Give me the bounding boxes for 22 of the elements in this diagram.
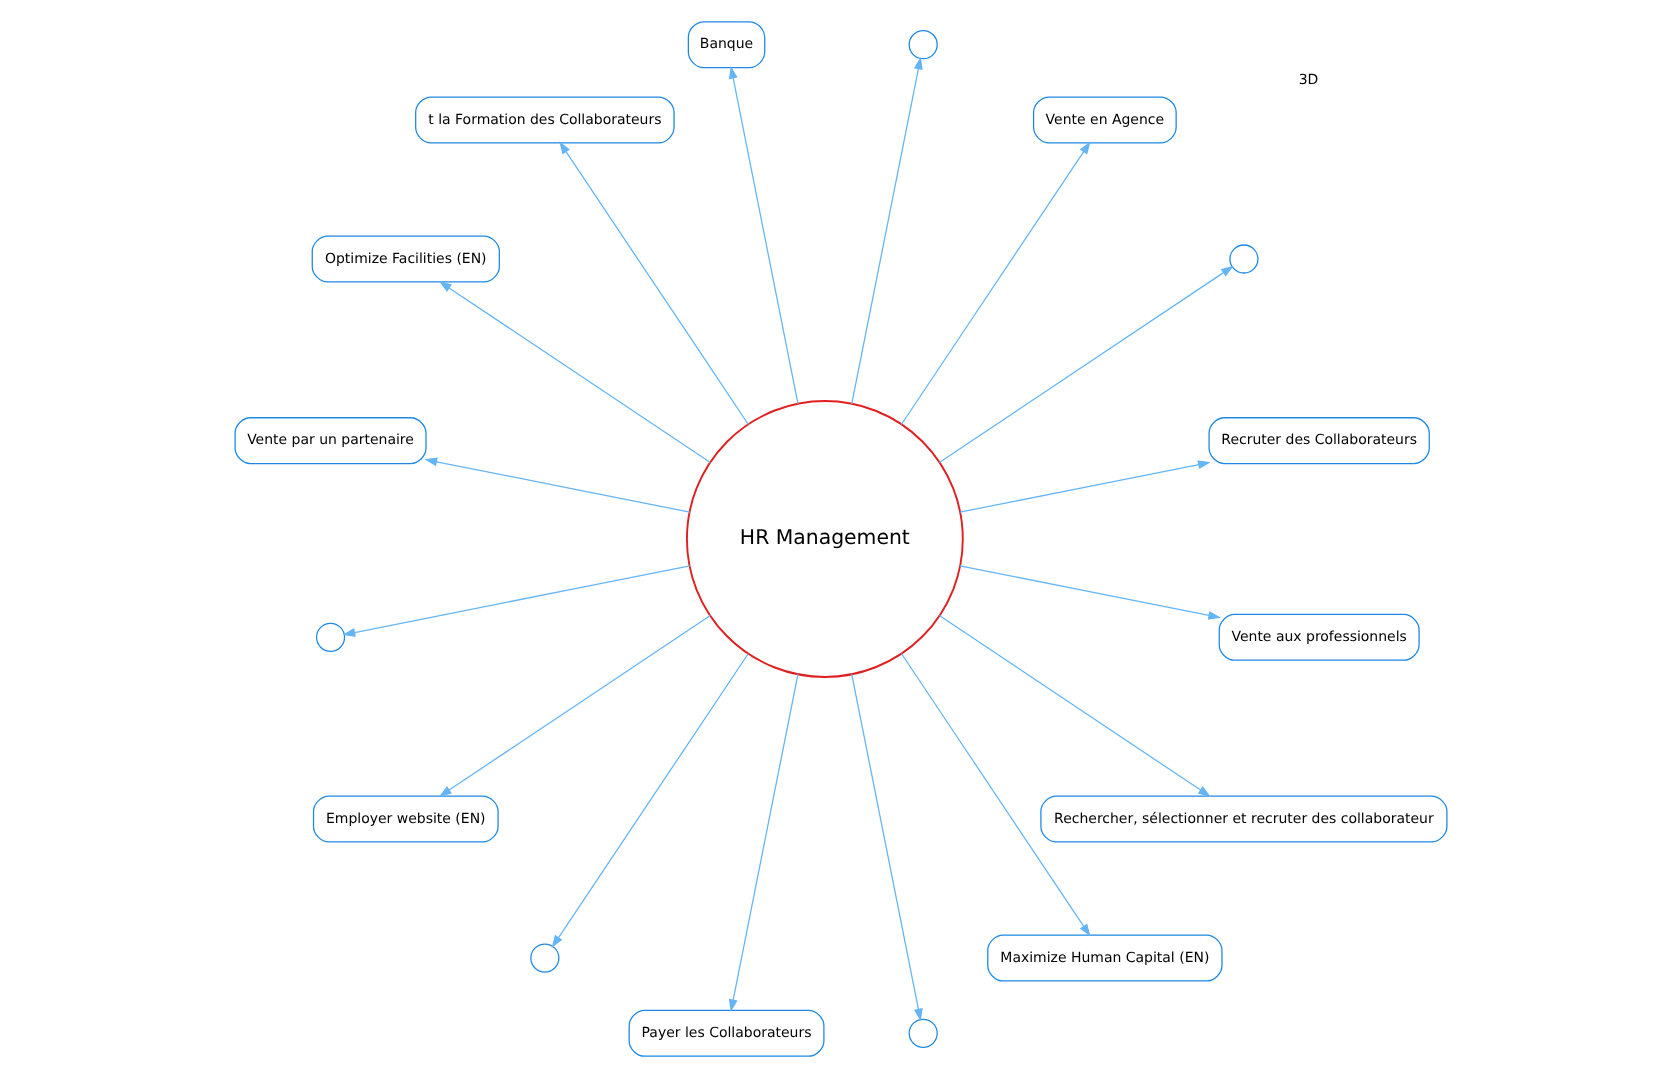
- node-circle: [529, 943, 559, 973]
- node-circle: HR Management: [684, 400, 963, 678]
- arrow: [937, 265, 1233, 464]
- arrow: [850, 56, 922, 405]
- arrow: [558, 141, 748, 426]
- arrow: [850, 673, 922, 1022]
- node-circle: [907, 1018, 937, 1048]
- arrow: [437, 614, 710, 797]
- arrow: [437, 281, 710, 464]
- arrow: [423, 457, 690, 513]
- arrow: [958, 565, 1221, 620]
- arrow: [550, 652, 748, 948]
- node-circle: [314, 622, 345, 652]
- arrow: [937, 614, 1210, 797]
- node-circle: [907, 30, 937, 60]
- arrow: [899, 141, 1090, 426]
- arrow: [727, 673, 798, 1013]
- arrow: [727, 65, 798, 405]
- node-circle: [1228, 244, 1258, 274]
- arrow: [341, 565, 690, 637]
- arrow: [958, 460, 1210, 513]
- arrow: [899, 652, 1090, 937]
